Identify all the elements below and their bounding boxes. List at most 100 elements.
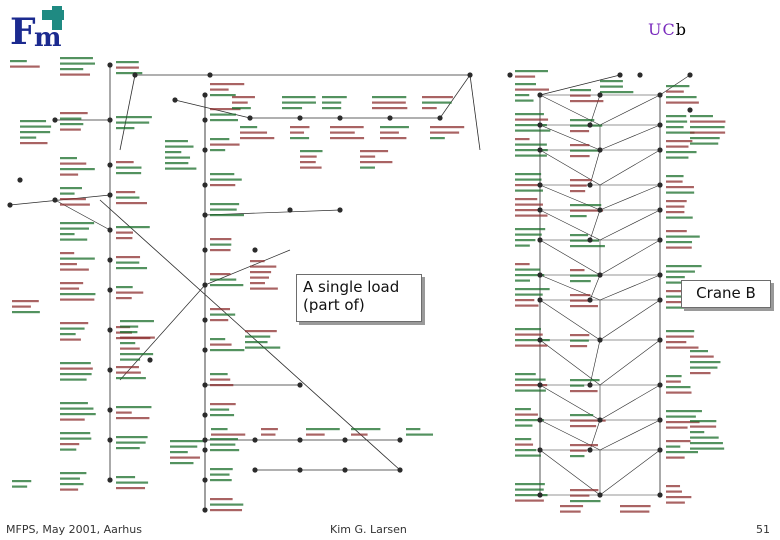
edge-label <box>666 175 684 178</box>
edge-label <box>60 238 88 241</box>
location-node <box>252 437 258 443</box>
edge-label <box>570 334 590 337</box>
edge-label <box>690 126 725 129</box>
edge-label <box>570 184 587 187</box>
edge-label <box>250 260 265 263</box>
edge-label <box>690 355 714 358</box>
edge <box>589 274 601 301</box>
edge-label <box>210 343 232 346</box>
edge-label <box>515 263 530 266</box>
edge-label <box>570 345 588 348</box>
location-node <box>507 72 513 78</box>
transition-labels <box>10 57 726 513</box>
edge-label <box>666 410 702 413</box>
location-node <box>297 115 303 121</box>
edge-label <box>666 426 688 429</box>
edge-label <box>282 107 303 110</box>
edge-label <box>120 320 154 323</box>
edge-label <box>330 137 365 140</box>
edge-label <box>515 389 546 392</box>
location-node <box>202 447 208 453</box>
edge-label <box>515 443 534 446</box>
edge-label <box>515 279 531 282</box>
edge-label <box>116 297 132 300</box>
location-node <box>657 382 663 388</box>
edge-label <box>250 265 277 268</box>
edge-label <box>515 198 538 201</box>
edge-label <box>60 333 76 336</box>
edge-label <box>120 325 139 328</box>
edge-label <box>666 451 699 454</box>
edge <box>539 209 601 241</box>
location-node <box>537 147 543 153</box>
edge-label <box>232 107 251 110</box>
edge-label <box>422 107 437 110</box>
edge-label <box>261 433 276 436</box>
edge-label <box>116 121 150 124</box>
edge-label <box>515 494 548 497</box>
edge-label <box>690 366 718 369</box>
edge-label <box>666 375 682 378</box>
edge-label <box>570 119 595 122</box>
edge-label <box>210 278 237 281</box>
edge-label <box>570 384 585 387</box>
edge-label <box>290 126 310 129</box>
edge-label <box>290 131 305 134</box>
edge-label <box>666 306 690 309</box>
edge-label <box>116 441 146 444</box>
edge-label <box>210 509 243 512</box>
edge-label <box>515 384 548 387</box>
location-node <box>597 272 603 278</box>
edge-label <box>210 498 233 501</box>
location-node <box>657 417 663 423</box>
location-node <box>342 467 348 473</box>
edge-label <box>116 127 135 130</box>
edge-label <box>210 384 234 387</box>
edge-label <box>210 149 226 152</box>
edge-label <box>60 257 95 260</box>
location-node <box>397 437 403 443</box>
edge-label <box>666 156 689 159</box>
edge-label <box>406 428 421 431</box>
edge-label <box>666 391 692 394</box>
edge-label <box>666 90 684 93</box>
edge <box>599 124 661 151</box>
edge-label <box>515 233 542 236</box>
edge-label <box>666 191 695 194</box>
edge-label <box>666 490 682 493</box>
edge-label <box>60 73 91 76</box>
edge-label <box>210 319 229 322</box>
edge-label <box>120 347 140 350</box>
edge-label <box>210 83 245 86</box>
edge <box>439 74 471 119</box>
edge-label <box>666 270 695 273</box>
edge-label <box>666 501 685 504</box>
location-node <box>107 407 113 413</box>
edge-label <box>60 57 93 60</box>
location-node <box>537 417 543 423</box>
edge-label <box>300 161 316 164</box>
edge-label <box>165 140 188 143</box>
location-node <box>202 212 208 218</box>
edge-label <box>116 286 133 289</box>
edge-label <box>116 256 141 259</box>
edge-label <box>60 378 87 381</box>
edge-label <box>666 126 684 129</box>
edge <box>599 339 661 386</box>
edge-label <box>430 131 460 134</box>
edge-label <box>300 155 317 158</box>
edge-label <box>690 420 717 423</box>
edge-label <box>570 390 598 393</box>
edge-label <box>116 116 152 119</box>
edge-label <box>165 145 194 148</box>
edge-label <box>600 80 623 83</box>
edge <box>599 274 661 301</box>
edge-label <box>210 438 238 441</box>
edge-label <box>570 124 603 127</box>
edge-label <box>570 339 589 342</box>
edge-label <box>666 346 699 349</box>
edge-label <box>60 233 75 236</box>
edge-label <box>60 162 87 165</box>
edge <box>539 449 601 496</box>
